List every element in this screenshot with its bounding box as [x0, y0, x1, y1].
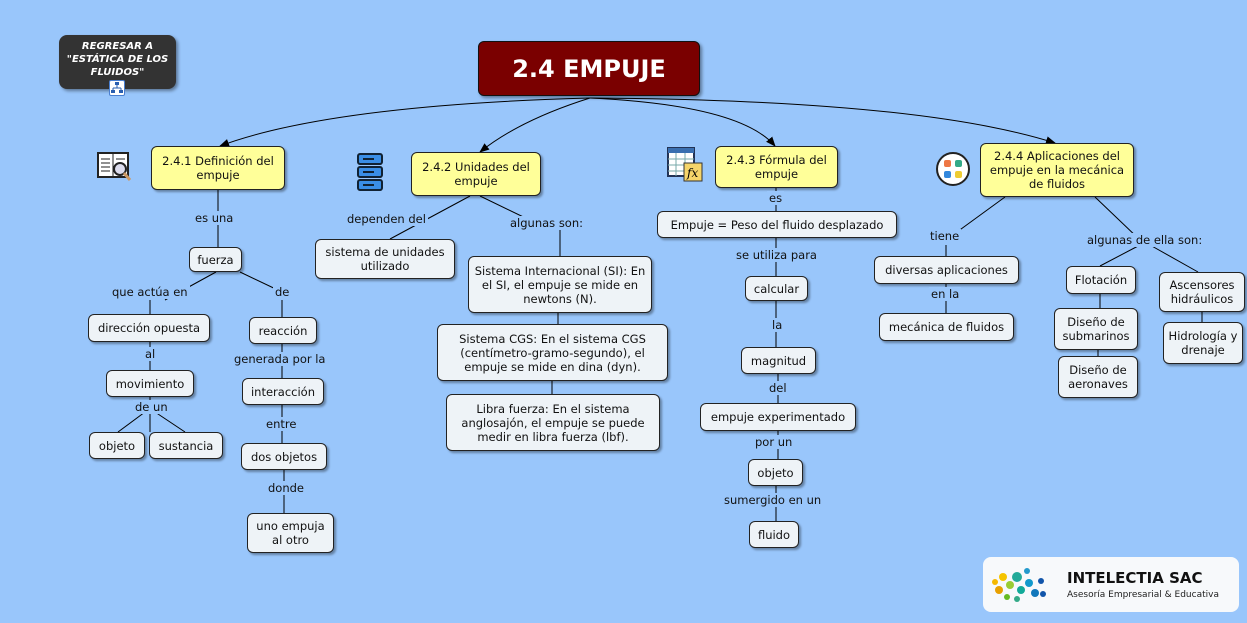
concept-empuje-experimentado[interactable]: empuje experimentado [700, 403, 856, 431]
logo-name: INTELECTIA SAC [1067, 569, 1203, 587]
apps-grid-icon [936, 152, 970, 186]
link-label: sumergido en un [722, 493, 824, 507]
book-search-icon [97, 152, 132, 181]
link-label: dependen del [345, 212, 428, 226]
intelectia-logo: INTELECTIA SAC Asesoría Empresarial & Ed… [983, 557, 1239, 612]
concept-formula[interactable]: Empuje = Peso del fluido desplazado [657, 211, 897, 238]
concept-direccion-opuesta[interactable]: dirección opuesta [88, 314, 210, 342]
concept-objeto[interactable]: objeto [89, 432, 145, 459]
concept-dos-objetos[interactable]: dos objetos [241, 443, 327, 470]
link-label: de [273, 285, 292, 299]
link-label: se utiliza para [734, 248, 819, 262]
concept-sistema-unidades[interactable]: sistema de unidades utilizado [315, 239, 455, 279]
spreadsheet-formula-icon: fx [667, 147, 703, 182]
logo-tagline: Asesoría Empresarial & Educativa [1067, 590, 1219, 600]
server-stack-icon [357, 153, 383, 191]
link-label: donde [266, 481, 306, 495]
link-label: algunas son: [508, 216, 586, 230]
concept-hidrologia[interactable]: Hidrología y drenaje [1163, 322, 1243, 364]
concept-si[interactable]: Sistema Internacional (SI): En el SI, el… [468, 256, 652, 313]
page-title: 2.4 EMPUJE [478, 41, 700, 96]
link-label: generada por la [232, 352, 328, 366]
section-2-4-3[interactable]: 2.4.3 Fórmula del empuje [715, 146, 838, 188]
concept-cgs[interactable]: Sistema CGS: En el sistema CGS (centímet… [437, 324, 668, 381]
link-label: al [143, 347, 158, 361]
concept-mecanica-fluidos[interactable]: mecánica de fluidos [879, 313, 1014, 341]
link-label: de un [133, 400, 170, 414]
concept-interaccion[interactable]: interacción [242, 378, 324, 405]
concept-fluido[interactable]: fluido [749, 521, 799, 548]
link-label: en la [929, 287, 962, 301]
link-label: es [767, 191, 785, 205]
brain-dots-icon [992, 568, 1046, 602]
link-label: entre [264, 417, 299, 431]
concept-magnitud[interactable]: magnitud [741, 347, 816, 374]
concept-uno-empuja[interactable]: uno empuja al otro [247, 513, 334, 553]
svg-text:fx: fx [686, 166, 698, 180]
back-button-label: REGRESAR A "ESTÁTICA DE LOS FLUIDOS" [66, 41, 169, 78]
cmap-link-icon[interactable] [109, 80, 125, 96]
link-label: es una [193, 211, 236, 225]
concept-objeto-2[interactable]: objeto [748, 459, 803, 486]
concept-submarinos[interactable]: Diseño de submarinos [1054, 308, 1138, 350]
concept-diversas-aplicaciones[interactable]: diversas aplicaciones [874, 256, 1019, 284]
link-label: tiene [928, 229, 962, 243]
concept-ascensores[interactable]: Ascensores hidráulicos [1159, 272, 1245, 312]
concept-libra-fuerza[interactable]: Libra fuerza: En el sistema anglosajón, … [446, 394, 660, 451]
link-label: la [770, 318, 785, 332]
section-2-4-4[interactable]: 2.4.4 Aplicaciones del empuje en la mecá… [980, 143, 1134, 197]
concept-reaccion[interactable]: reacción [249, 317, 317, 344]
back-to-estatica-button[interactable]: REGRESAR A "ESTÁTICA DE LOS FLUIDOS" [59, 35, 176, 96]
link-label: por un [753, 435, 795, 449]
link-label: del [767, 381, 789, 395]
concept-flotacion[interactable]: Flotación [1066, 266, 1136, 294]
link-label: algunas de ella son: [1085, 233, 1205, 247]
concept-movimiento[interactable]: movimiento [106, 370, 194, 397]
concept-fuerza[interactable]: fuerza [189, 247, 242, 272]
concept-calcular[interactable]: calcular [745, 276, 808, 301]
concept-sustancia[interactable]: sustancia [149, 432, 223, 459]
section-2-4-1[interactable]: 2.4.1 Definición del empuje [151, 146, 285, 190]
section-2-4-2[interactable]: 2.4.2 Unidades del empuje [411, 152, 541, 196]
link-label: que actúa en [110, 285, 190, 299]
concept-aeronaves[interactable]: Diseño de aeronaves [1058, 356, 1138, 398]
